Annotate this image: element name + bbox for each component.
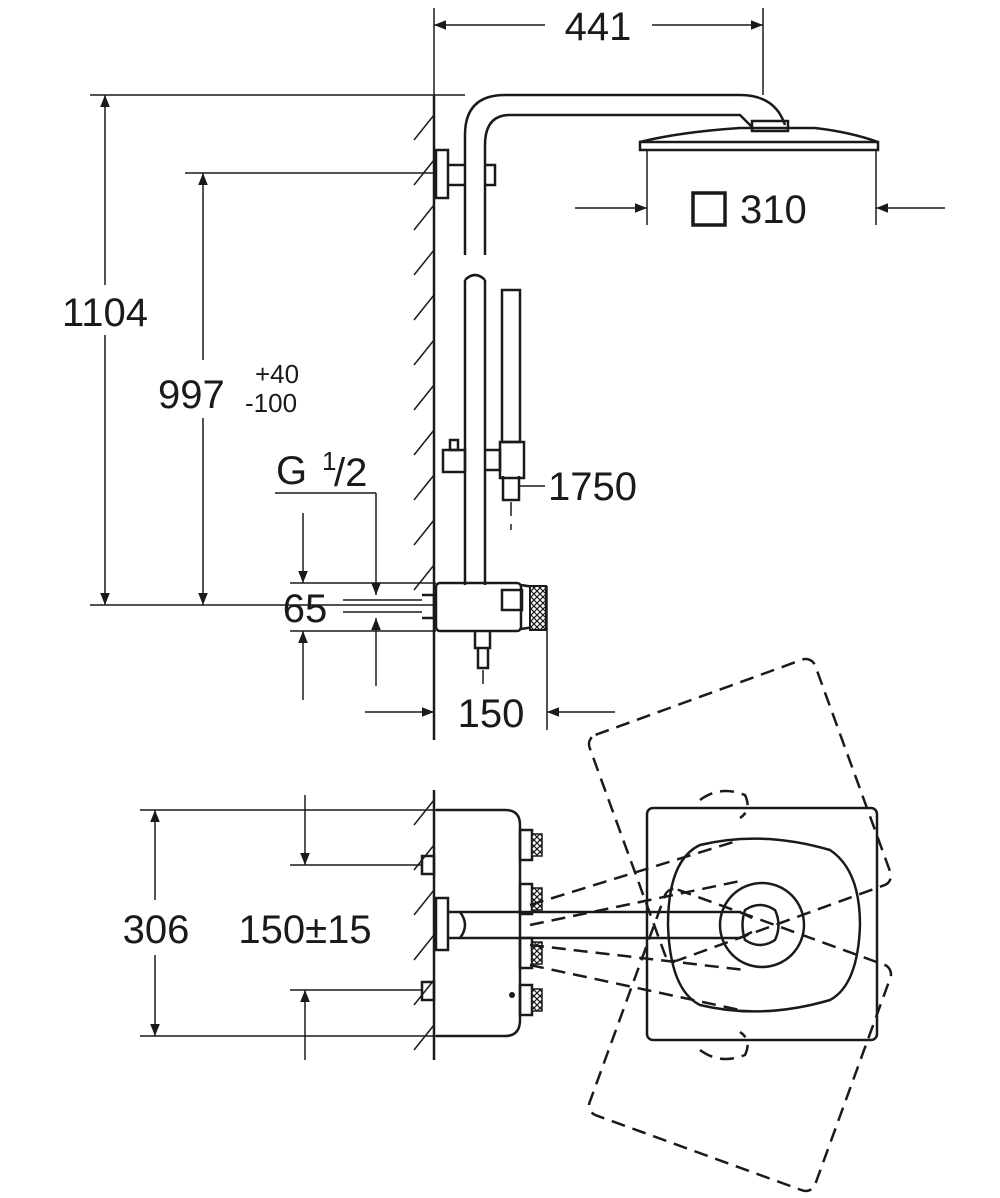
plan-width-label: 306 — [123, 908, 190, 952]
wall — [413, 95, 436, 740]
dim-inlet-spacing: 150±15 — [238, 795, 422, 1060]
plan-arm — [448, 910, 753, 940]
plan-head-shower — [645, 806, 879, 1042]
elevation-view: 441 310 1104 997 +40 -100 — [62, 5, 945, 740]
dim-mixer-depth: 150 — [365, 586, 615, 736]
dim-plan-width: 306 — [123, 809, 436, 1037]
plan-wall — [413, 790, 436, 1060]
projection-label: 441 — [565, 5, 632, 49]
square-symbol-icon — [691, 191, 727, 227]
dim-hose-length: 1750 — [519, 465, 637, 509]
shower-column — [434, 93, 787, 585]
mixer-depth-label: 150 — [458, 692, 525, 736]
inlet-spacing-label: 150±15 — [238, 908, 371, 952]
thread-denominator: /2 — [334, 451, 367, 495]
plan-view: 306 150±15 — [123, 657, 893, 1193]
plan-mixer — [420, 808, 543, 1038]
dim-rail-height: 997 +40 -100 — [158, 172, 436, 605]
rail-tol-minus: -100 — [245, 388, 297, 418]
rail-height-label: 997 — [158, 373, 225, 417]
thermostat-mixer — [422, 581, 547, 690]
dim-thread: G 1 /2 — [275, 446, 422, 686]
hose-length-label: 1750 — [548, 465, 637, 509]
inlet-height-label: 65 — [283, 587, 328, 631]
dim-inlet-height: 65 — [283, 513, 436, 700]
rail-tol-plus: +40 — [255, 359, 299, 389]
total-height-label: 1104 — [62, 291, 148, 335]
dim-total-height: 1104 — [62, 94, 465, 606]
head-size-label: 310 — [740, 188, 807, 232]
dim-projection: 441 — [433, 5, 764, 95]
head-shower — [638, 119, 880, 152]
thread-label: G — [276, 449, 307, 493]
dim-head-size: 310 — [575, 150, 945, 232]
thread-numerator: 1 — [322, 446, 336, 476]
plan-rotation-positions — [529, 657, 893, 1193]
